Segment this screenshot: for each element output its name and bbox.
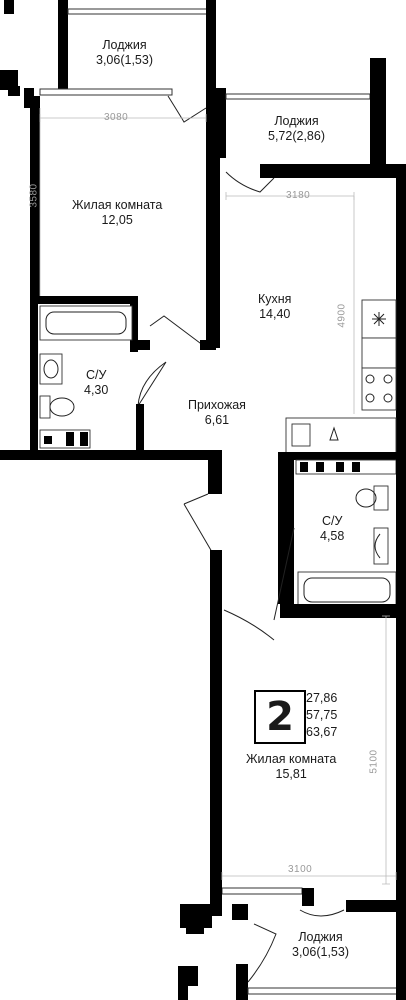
area-list: 27,86 57,75 63,67	[306, 690, 337, 741]
room-name: Лоджия	[298, 930, 343, 944]
loggia-top-right	[216, 58, 406, 193]
room-area: 14,40	[259, 307, 291, 321]
dimension-lines	[39, 108, 397, 885]
kitchen-right-wall	[396, 164, 406, 464]
room-label-loggia-3: Лоджия 3,06(1,53)	[292, 930, 349, 960]
room-name: С/У	[85, 368, 107, 382]
room-area: 4,58	[320, 529, 345, 543]
room-label-living-1: Жилая комната 12,05	[72, 198, 162, 228]
kitchen-fixtures	[285, 299, 397, 455]
room-area: 15,81	[275, 767, 307, 781]
room-living-2-walls	[210, 612, 406, 916]
dim-kitchen-depth: 4900	[336, 303, 348, 328]
loggia-top-left	[0, 0, 216, 123]
apartment-summary-badge: 2 27,86 57,75 63,67	[254, 690, 368, 744]
room-label-loggia-1: Лоджия 3,06(1,53)	[96, 38, 153, 68]
bathroom-2	[223, 452, 406, 641]
room-area: 3,06(1,53)	[96, 53, 153, 67]
area-total: 57,75	[306, 708, 338, 722]
room-name: Лоджия	[274, 114, 319, 128]
room-name: Лоджия	[102, 38, 147, 52]
dim-living-2-width: 3100	[288, 864, 313, 875]
room-label-kitchen: Кухня 14,40	[258, 292, 291, 322]
room-label-living-2: Жилая комната 15,81	[246, 752, 336, 782]
room-label-hallway: Прихожая 6,61	[188, 398, 246, 428]
room-label-loggia-2: Лоджия 5,72(2,86)	[268, 114, 325, 144]
hallway-walls	[0, 450, 406, 890]
rooms-count: 2	[254, 690, 306, 744]
room-name: С/У	[321, 514, 343, 528]
room-area: 12,05	[101, 213, 133, 227]
room-area: 3,06(1,53)	[292, 945, 349, 959]
area-with-loggias: 63,67	[306, 725, 338, 739]
room-area: 6,61	[204, 413, 230, 427]
dim-living-2-depth: 5100	[368, 749, 380, 774]
bathroom-1	[30, 296, 216, 456]
dim-living-1-depth: 3580	[28, 183, 40, 208]
room-name: Жилая комната	[72, 198, 163, 212]
room-label-bathroom-1: С/У 4,30	[84, 368, 108, 398]
dim-kitchen-width: 3180	[286, 190, 311, 201]
area-living: 27,86	[306, 691, 338, 705]
room-name: Кухня	[258, 292, 292, 306]
dim-living-1-width: 3080	[104, 112, 129, 123]
room-label-bathroom-2: С/У 4,58	[320, 514, 344, 544]
loggia-bottom	[178, 904, 406, 1000]
room-name: Прихожая	[188, 398, 246, 412]
room-area: 5,72(2,86)	[268, 129, 325, 143]
room-name: Жилая комната	[246, 752, 337, 766]
room-area: 4,30	[84, 383, 109, 397]
